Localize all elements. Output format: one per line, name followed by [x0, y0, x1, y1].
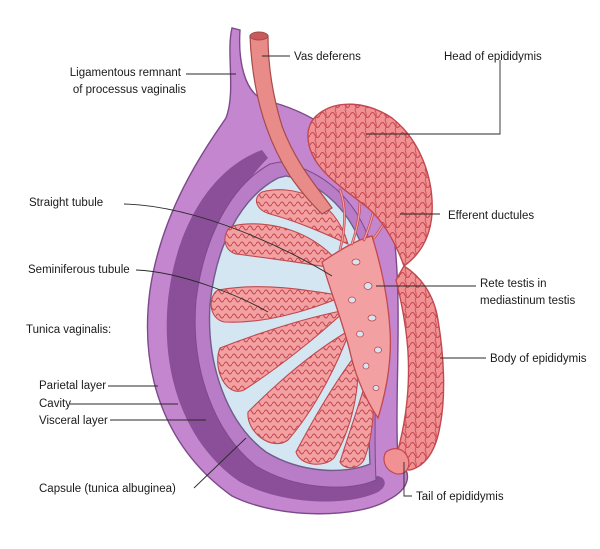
label-ligamentous-remnant: Ligamentous remnant — [70, 67, 182, 79]
label-rete-testis: Rete testis in — [480, 278, 546, 290]
label-body-of-epididymis: Body of epididymis — [490, 353, 587, 365]
leader-lines — [70, 55, 501, 497]
label-straight-tubule: Straight tubule — [29, 197, 103, 209]
body-of-epididymis — [395, 265, 445, 471]
tail-of-epididymis — [383, 448, 410, 475]
label-seminiferous-tubule: Seminiferous tubule — [28, 264, 130, 276]
label-vas-deferens: Vas deferens — [294, 51, 361, 63]
label-visceral-layer: Visceral layer — [39, 415, 108, 427]
label-head-of-epididymis: Head of epididymis — [444, 51, 542, 63]
label-processus-vaginalis: of processus vaginalis — [73, 84, 186, 96]
head-of-epididymis — [307, 103, 433, 268]
label-tunica-vaginalis: Tunica vaginalis: — [26, 324, 111, 336]
label-mediastinum-testis: mediastinum testis — [480, 295, 575, 307]
rete-testis-network — [321, 235, 392, 420]
label-tail-of-epididymis: Tail of epididymis — [416, 491, 504, 503]
label-cavity: Cavity — [39, 398, 71, 410]
rete-testis-holes — [348, 258, 382, 391]
label-efferent-ductules: Efferent ductules — [448, 210, 534, 222]
vas-deferens-lumen — [249, 31, 269, 41]
label-capsule-tunica-albuginea: Capsule (tunica albuginea) — [39, 483, 176, 495]
vas-deferens — [249, 35, 333, 215]
label-parietal-layer: Parietal layer — [39, 380, 106, 392]
